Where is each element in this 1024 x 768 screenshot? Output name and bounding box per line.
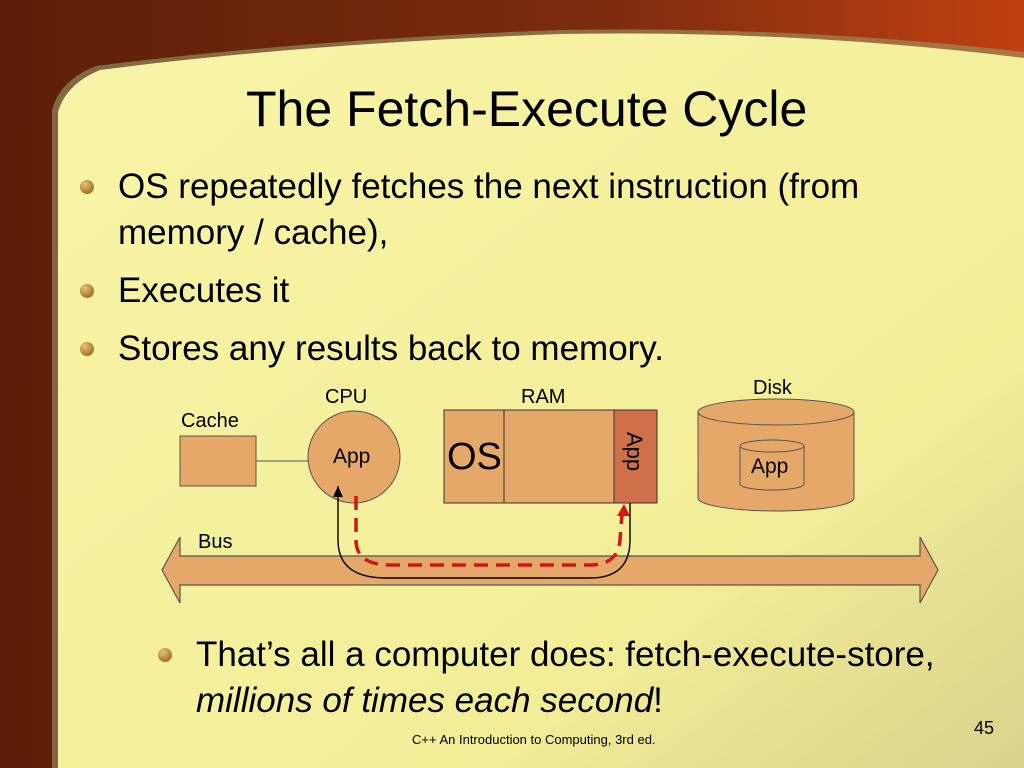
bullet-icon bbox=[158, 648, 172, 662]
disk-top bbox=[697, 398, 855, 426]
bullet-list: OS repeatedly fetches the next instructi… bbox=[80, 164, 980, 384]
bullet-icon bbox=[80, 180, 94, 194]
slide-title: The Fetch-Execute Cycle bbox=[246, 81, 808, 137]
page-number: 45 bbox=[974, 718, 995, 738]
ram-app-block bbox=[613, 409, 658, 504]
bullet-text: Stores any results back to memory. bbox=[118, 329, 664, 368]
ram-os-text: OS bbox=[447, 436, 502, 478]
bullet-item: Executes it bbox=[80, 268, 980, 314]
bullet-text: Executes it bbox=[118, 271, 290, 310]
cpu-label: CPU bbox=[325, 386, 368, 408]
cpu-arrowhead bbox=[333, 486, 343, 497]
disk-app-top bbox=[739, 439, 805, 453]
cache-box bbox=[179, 435, 257, 487]
bottom-bullet-item: That’s all a computer does: fetch-execut… bbox=[158, 632, 1016, 724]
bottom-bullet-italic: millions of times each second bbox=[196, 681, 654, 720]
cpu-app-text: App bbox=[333, 445, 371, 468]
bus-label: Bus bbox=[198, 531, 233, 553]
bullet-icon bbox=[80, 284, 94, 298]
ram-arrowhead bbox=[617, 504, 630, 516]
cpu-circle bbox=[307, 410, 401, 504]
disk-app-cylinder bbox=[739, 446, 805, 491]
bus-arrow bbox=[161, 536, 939, 604]
disk-app-text: App bbox=[751, 455, 789, 478]
bullet-item: Stores any results back to memory. bbox=[80, 326, 980, 372]
bullet-item: OS repeatedly fetches the next instructi… bbox=[80, 164, 980, 256]
disk-label: Disk bbox=[753, 377, 792, 399]
bottom-bullet-text-end: ! bbox=[653, 681, 663, 720]
ram-app-text: App bbox=[622, 432, 647, 472]
store-path-dashed bbox=[354, 496, 624, 567]
ram-label: RAM bbox=[521, 386, 566, 408]
bullet-text: OS repeatedly fetches the next instructi… bbox=[118, 167, 860, 252]
bullet-icon bbox=[80, 342, 94, 356]
fetch-path-line bbox=[337, 486, 631, 579]
cache-label: Cache bbox=[181, 410, 239, 432]
bottom-bullet-text-start: That’s all a computer does: fetch-execut… bbox=[196, 635, 935, 674]
slide-footer: C++ An Introduction to Computing, 3rd ed… bbox=[412, 732, 656, 747]
